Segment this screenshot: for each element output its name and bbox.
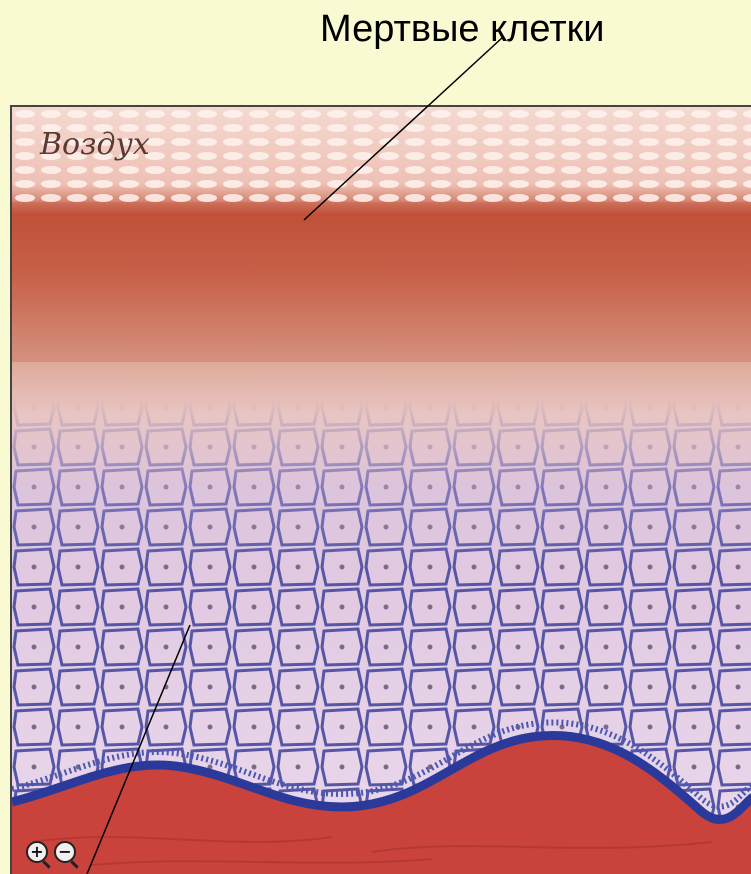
title-label: Мертвые клетки — [320, 8, 604, 51]
zoom-in-icon[interactable]: + — [26, 841, 48, 863]
zoom-out-icon[interactable]: − — [54, 841, 76, 863]
skin-illustration — [12, 107, 751, 874]
skin-cross-section-figure: Воздух + − — [10, 105, 751, 874]
air-label: Воздух — [40, 127, 150, 162]
